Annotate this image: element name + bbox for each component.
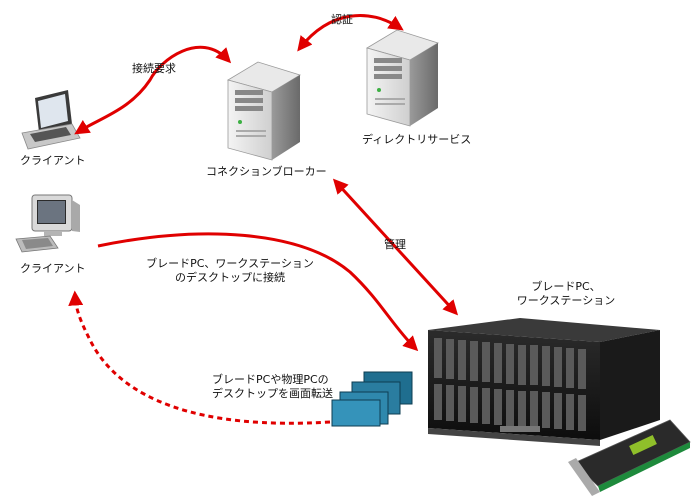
- connect-request-label: 接続要求: [132, 62, 176, 75]
- laptop-icon: [21, 90, 81, 150]
- auth-arrow: [297, 13, 404, 52]
- broker-label: コネクションブローカー: [206, 165, 327, 178]
- screen-transfer-label: ブレードPCや物理PCの デスクトップを画面転送: [212, 373, 333, 401]
- desktop-connect-label: ブレードPC、ワークステーション のデスクトップに接続: [142, 257, 318, 285]
- laptop-client-label: クライアント: [20, 154, 86, 167]
- screen-transfer-label-line2: デスクトップを画面転送: [212, 387, 333, 400]
- graphics-card-icon: [568, 419, 691, 496]
- blade-rack-icon: [428, 318, 660, 446]
- auth-label: 認証: [331, 13, 353, 26]
- screen-transfer-arrow: [68, 290, 331, 425]
- blade-pc-label: ブレードPC、 ワークステーション: [496, 280, 636, 308]
- directory-label: ディレクトリサービス: [362, 133, 472, 146]
- desktop-computer-icon: [15, 194, 80, 253]
- manage-label: 管理: [384, 238, 406, 251]
- directory-server-icon: [365, 29, 439, 127]
- blade-pc-label-line1: ブレードPC、: [531, 280, 601, 293]
- desktop-client-label: クライアント: [20, 262, 86, 275]
- broker-server-icon: [226, 61, 301, 161]
- blade-pc-label-line2: ワークステーション: [516, 294, 616, 307]
- desktop-connect-label-line1: ブレードPC、ワークステーション: [146, 257, 314, 270]
- connect-request-arrow: [74, 45, 232, 135]
- screen-transfer-label-line1: ブレードPCや物理PCの: [212, 373, 329, 386]
- manage-arrow: [332, 178, 459, 316]
- desktop-connect-arrow: [97, 232, 419, 352]
- screen-windows-icon: [331, 371, 413, 427]
- desktop-connect-label-line2: のデスクトップに接続: [175, 271, 285, 284]
